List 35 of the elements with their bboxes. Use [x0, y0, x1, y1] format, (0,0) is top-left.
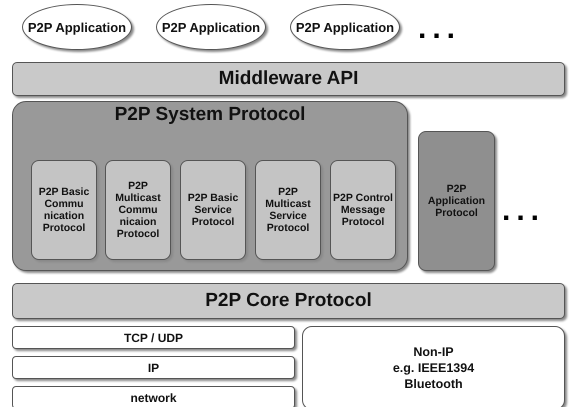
protocol-box	[105, 160, 171, 260]
layer-title: IP	[148, 360, 160, 374]
layer-note: e.g. IEEE1394 Bluetooth	[392, 360, 476, 392]
protocol-box	[418, 131, 495, 271]
layer-title: Non-IP	[413, 344, 454, 360]
ellipsis-mark: ...	[418, 14, 462, 44]
layer-title: P2P Application	[162, 20, 260, 34]
protocol-box	[31, 160, 97, 260]
application-ellipse	[22, 4, 132, 50]
layer-box	[302, 326, 565, 407]
layer-box	[12, 386, 295, 407]
layer-title: P2P Control Message Protocol	[333, 192, 393, 228]
layer-bar	[12, 62, 565, 96]
layer-title: P2P Multicast Commu nicaion Protocol	[114, 180, 162, 240]
layer-title: P2P System Protocol	[114, 104, 306, 126]
application-ellipse	[156, 4, 266, 50]
application-ellipse	[290, 4, 400, 50]
layer-title: TCP / UDP	[124, 330, 184, 344]
layer-title: P2P Basic Commu nication Protocol	[38, 186, 90, 234]
protocol-box	[255, 160, 321, 260]
layer-title: network	[130, 390, 176, 404]
layer-box	[12, 326, 295, 349]
layer-bar	[12, 283, 565, 319]
protocol-group-panel	[12, 101, 408, 271]
protocol-box	[180, 160, 246, 260]
layer-title: P2P Multicast Service Protocol	[264, 186, 312, 234]
layer-title: Middleware API	[218, 68, 358, 90]
layer-title: P2P Core Protocol	[205, 290, 372, 312]
protocol-box	[330, 160, 396, 260]
layer-title: P2P Application Protocol	[426, 183, 486, 219]
ellipsis-mark: ...	[502, 196, 546, 226]
layer-title: P2P Application	[296, 20, 394, 34]
layer-box	[12, 356, 295, 379]
layer-title: P2P Application	[28, 20, 126, 34]
layer-title: P2P Basic Service Protocol	[186, 192, 240, 228]
